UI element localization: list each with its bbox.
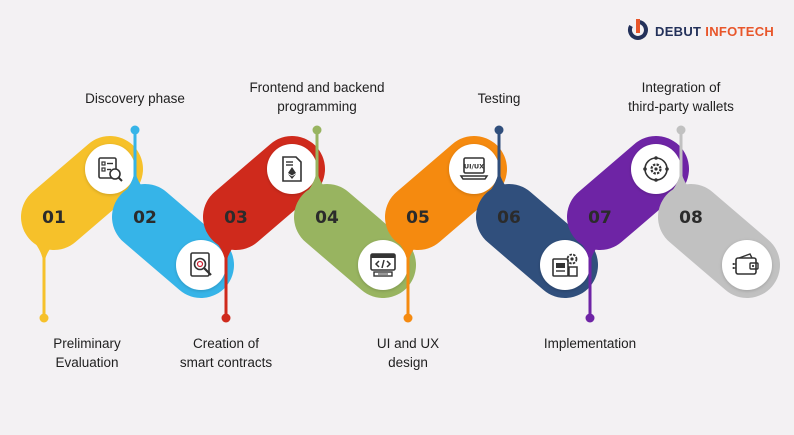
step-number: 04 bbox=[315, 208, 339, 228]
step-number: 05 bbox=[406, 208, 430, 228]
step-label-line1: Integration of bbox=[641, 80, 721, 95]
step-03: 03 bbox=[203, 136, 325, 323]
step-label-05: UI and UX design bbox=[323, 334, 493, 372]
step-number: 06 bbox=[497, 208, 521, 228]
step-label-line1: Testing bbox=[477, 91, 521, 106]
step-stem-dot bbox=[494, 125, 504, 135]
step-label-line1: Preliminary bbox=[53, 336, 121, 351]
step-label-line1: Creation of bbox=[192, 336, 260, 351]
step-label-line2: smart contracts bbox=[179, 355, 273, 370]
step-number: 01 bbox=[42, 208, 66, 228]
step-label-03: Creation of smart contracts bbox=[141, 334, 311, 372]
step-08: 08 bbox=[658, 125, 780, 298]
step-label-line2: Evaluation bbox=[55, 355, 119, 370]
step-label-line2: design bbox=[388, 355, 428, 370]
step-number: 03 bbox=[224, 208, 248, 228]
step-stem-dot bbox=[676, 125, 686, 135]
step-label-line1: UI and UX bbox=[376, 336, 440, 351]
step-number: 08 bbox=[679, 208, 703, 228]
step-stem-dot bbox=[585, 313, 595, 323]
step-07: 07 bbox=[567, 136, 689, 323]
step-label-02: Discovery phase bbox=[50, 89, 220, 108]
step-stem-dot bbox=[312, 125, 322, 135]
step-number: 07 bbox=[588, 208, 612, 228]
step-01: 01 bbox=[21, 136, 143, 323]
step-stem-dot bbox=[221, 313, 231, 323]
step-label-06: Testing bbox=[414, 89, 584, 108]
step-icon-disk bbox=[722, 240, 772, 290]
step-label-07: Implementation bbox=[505, 334, 675, 353]
step-stem-dot bbox=[39, 313, 49, 323]
step-label-08: Integration of third-party wallets bbox=[596, 78, 766, 116]
debut-logo-icon bbox=[627, 19, 648, 40]
step-label-line1: Implementation bbox=[543, 336, 637, 351]
step-05: 05 bbox=[385, 136, 507, 323]
step-06: 06 bbox=[476, 125, 598, 298]
brand-name-part2: INFOTECH bbox=[705, 23, 775, 39]
step-02: 02 bbox=[112, 125, 234, 298]
step-04: 04 bbox=[294, 125, 416, 298]
step-icon-disk bbox=[176, 240, 226, 290]
step-stem-dot bbox=[130, 125, 140, 135]
step-label-04: Frontend and backend programming bbox=[232, 78, 402, 116]
step-label-line2: programming bbox=[277, 99, 357, 114]
step-label-line1: Discovery phase bbox=[85, 91, 185, 106]
step-label-line1: Frontend and backend bbox=[249, 80, 385, 95]
step-stem-dot bbox=[403, 313, 413, 323]
step-label-line2: third-party wallets bbox=[628, 99, 734, 114]
brand-name-part1: DEBUT bbox=[655, 23, 702, 39]
step-number: 02 bbox=[133, 208, 157, 228]
